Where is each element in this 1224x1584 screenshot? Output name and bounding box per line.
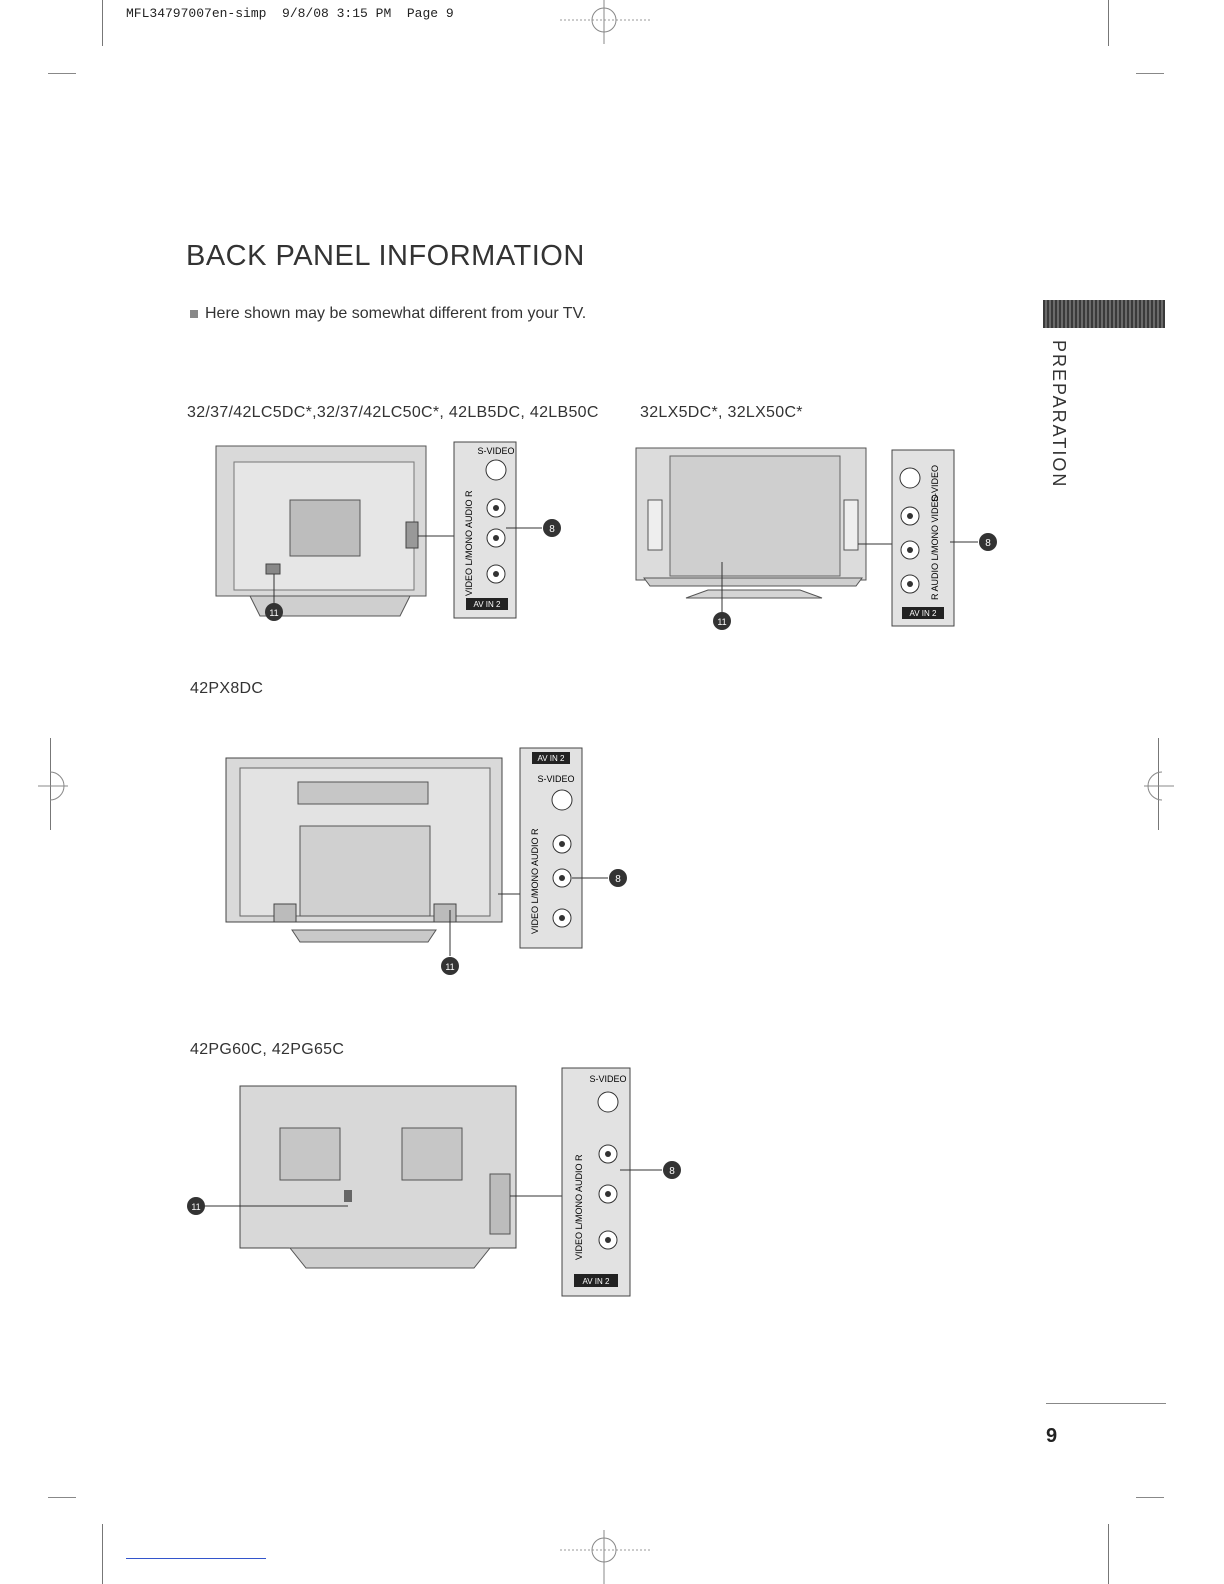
crop-mark [1136,1497,1164,1498]
model-caption: 32/37/42LC5DC*,32/37/42LC50C*, 42LB5DC, … [187,404,599,421]
jack-side-label: VIDEO L/MONO AUDIO R [530,828,540,934]
svg-text:8: 8 [985,538,991,549]
s-video-label: S-VIDEO [589,1074,626,1084]
page-number: 9 [1046,1425,1058,1447]
model-caption: 32LX5DC*, 32LX50C* [640,404,803,421]
callout-11 [441,957,459,975]
svg-text:11: 11 [445,962,454,972]
tv-back-figure-2: R AUDIO L/MONO VIDEO S-VIDEO AV IN 2 8 1… [635,447,997,630]
registration-mark [560,1530,650,1584]
bullet-icon [190,309,198,318]
print-header: MFL34797007en-simp 9/8/08 3:15 PM Page 9 [126,6,454,21]
crop-mark [1108,1524,1109,1584]
crop-mark [102,1524,103,1584]
s-video-label: S-VIDEO [477,446,514,456]
callout-8 [543,519,561,537]
s-video-label: S-VIDEO [930,465,940,502]
s-video-label: S-VIDEO [537,774,574,784]
jack-side-label: R AUDIO L/MONO VIDEO [930,494,940,600]
jack-side-label: VIDEO L/MONO AUDIO R [464,490,474,596]
svg-text:11: 11 [191,1202,200,1212]
note: Here shown may be somewhat different fro… [190,305,586,323]
av-in-badge: AV IN 2 [538,754,566,763]
crop-mark [1108,0,1109,46]
callout-11 [265,603,283,621]
av-in-badge: AV IN 2 [474,600,502,609]
section-tab-label: PREPARATION [1049,340,1069,489]
jack-side-label: VIDEO L/MONO AUDIO R [574,1154,584,1260]
callout-11-label: 11 [269,608,278,618]
crop-mark [1158,738,1159,830]
callout-8 [609,869,627,887]
registration-mark [38,771,68,801]
page-title: BACK PANEL INFORMATION [186,240,585,272]
tv-back-figure-4: S-VIDEO VIDEO L/MONO AUDIO R AV IN 2 8 1… [187,1067,681,1297]
registration-mark [560,0,650,44]
av-in-badge: AV IN 2 [583,1277,611,1286]
page-number-rule [1046,1403,1166,1404]
crop-mark [1136,73,1164,74]
svg-text:11: 11 [717,617,726,627]
registration-mark [1144,771,1174,801]
svg-text:8: 8 [615,874,621,885]
callout-11 [187,1197,205,1215]
section-tab: PREPARATION [1043,340,1071,488]
svg-text:8: 8 [669,1166,675,1177]
footer-rule [126,1558,266,1559]
callout-8 [979,533,997,551]
av-in-badge: AV IN 2 [910,609,938,618]
crop-mark [48,73,76,74]
model-caption: 42PG60C, 42PG65C [190,1041,345,1058]
callout-8-label: 8 [549,524,555,535]
section-tab-bar [1043,300,1165,328]
callout-11 [713,612,731,630]
crop-mark [48,1497,76,1498]
s-video-jack [485,459,507,481]
tv-back-figure-3: AV IN 2 S-VIDEO VIDEO L/MONO AUDIO R 8 1… [225,747,627,975]
crop-mark [102,0,103,46]
note-text: Here shown may be somewhat different fro… [205,305,587,322]
model-caption: 42PX8DC [190,680,264,697]
crop-mark [50,738,51,830]
tv-back-figure-1: S-VIDEO VIDEO L/MONO AUDIO R AV IN 2 8 1… [215,441,561,621]
callout-8 [663,1161,681,1179]
